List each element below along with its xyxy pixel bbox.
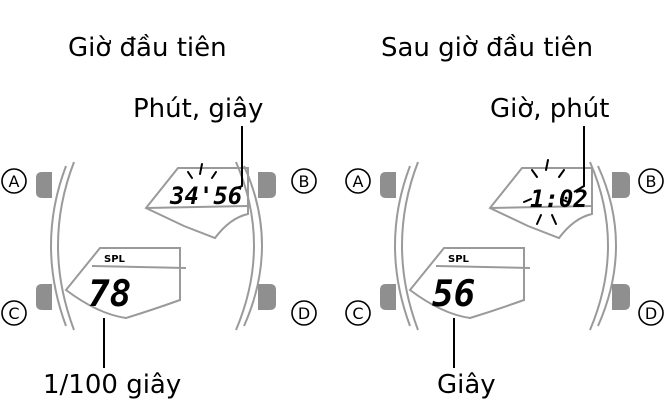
right-button-b-label: B [646, 172, 657, 191]
right-button-d: D [638, 300, 664, 326]
right-upper-display-frame [488, 167, 593, 240]
left-lower-display-frame [64, 247, 187, 320]
right-upper-display-value: 1:02 [530, 185, 588, 213]
right-button-a-label: A [353, 172, 364, 191]
right-lower-display-label: SPL [448, 254, 470, 265]
left-button-c-label: C [8, 304, 19, 323]
left-watch-case [50, 161, 263, 331]
left-button-d-label: D [298, 304, 310, 323]
button-labels: A C B D A C B [1, 168, 664, 326]
right-watch-case [394, 161, 617, 331]
right-button-c-label: C [352, 304, 363, 323]
left-button-b: B [291, 168, 317, 194]
right-button-b: B [638, 168, 664, 194]
right-button-c: C [345, 300, 371, 326]
right-watch-pushers [380, 172, 630, 310]
left-display-marks-icon [187, 163, 217, 179]
right-flashing-indicator-icon [523, 159, 569, 225]
right-heading: Sau giờ đầu tiên [381, 33, 594, 63]
right-callout-lower: Giây [437, 370, 496, 400]
left-leader-lines [103, 126, 243, 368]
left-upper-display-value: 34'56 [169, 182, 242, 210]
right-leader-lines [453, 126, 585, 368]
left-callout-lower: 1/100 giây [43, 370, 182, 400]
right-button-d-label: D [645, 304, 657, 323]
left-upper-display-frame [144, 167, 249, 240]
left-button-d: D [291, 300, 317, 326]
left-lower-display-value: 78 [88, 274, 131, 315]
left-heading: Giờ đầu tiên [68, 33, 227, 63]
right-lower-display-value: 56 [432, 274, 475, 315]
left-button-a-label: A [9, 172, 20, 191]
left-button-c: C [1, 300, 27, 326]
left-button-a: A [1, 168, 27, 194]
left-lower-display-label: SPL [104, 254, 126, 265]
right-watch: 1:02 SPL 56 [380, 126, 630, 368]
right-lower-display-frame [408, 247, 531, 320]
left-watch-pushers [36, 172, 276, 310]
right-callout-upper: Giờ, phút [490, 94, 610, 124]
left-button-b-label: B [299, 172, 310, 191]
left-callout-upper: Phút, giây [133, 94, 264, 124]
right-button-a: A [345, 168, 371, 194]
left-watch: 34'56 SPL 78 [36, 126, 276, 368]
